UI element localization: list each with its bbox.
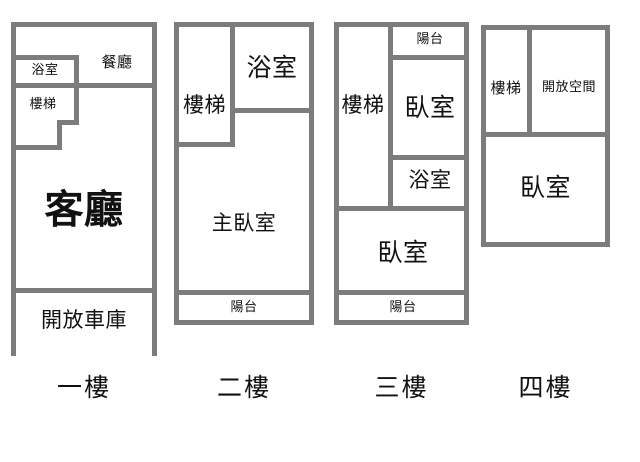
- wall-segment: [57, 120, 62, 150]
- wall-segment: [11, 288, 157, 293]
- wall-segment: [481, 242, 610, 247]
- wall-segment: [152, 22, 157, 356]
- wall-segment: [481, 132, 610, 137]
- room-bedroom-upper: 臥室: [404, 93, 456, 123]
- wall-segment: [388, 155, 469, 160]
- floor-caption-3: 三樓: [374, 373, 429, 402]
- room-living: 客廳: [44, 187, 124, 233]
- room-bathroom: 浴室: [31, 62, 59, 78]
- wall-segment: [11, 22, 16, 356]
- room-bedroom: 臥室: [519, 173, 571, 203]
- wall-segment: [174, 290, 314, 295]
- wall-segment: [57, 120, 79, 125]
- wall-segment: [334, 22, 339, 325]
- wall-segment: [174, 22, 314, 27]
- room-stairs: 樓梯: [183, 93, 226, 118]
- wall-segment: [334, 22, 469, 27]
- wall-segment: [74, 88, 79, 125]
- wall-segment: [230, 108, 314, 113]
- room-stairs: 樓梯: [490, 78, 522, 97]
- wall-segment: [174, 22, 179, 325]
- wall-segment: [230, 22, 235, 147]
- room-balcony: 陽台: [230, 299, 258, 315]
- room-bathroom: 浴室: [246, 53, 298, 83]
- wall-segment: [388, 22, 393, 210]
- wall-segment: [334, 206, 469, 211]
- room-bedroom-lower: 臥室: [377, 238, 429, 268]
- wall-segment: [11, 22, 157, 27]
- wall-segment: [174, 142, 235, 147]
- wall-segment: [334, 290, 469, 295]
- room-balcony-top: 陽台: [416, 31, 444, 47]
- room-balcony-bottom: 陽台: [389, 299, 417, 315]
- room-dining: 餐廳: [101, 52, 133, 71]
- wall-segment: [388, 55, 469, 60]
- room-stairs: 樓梯: [341, 93, 385, 118]
- wall-segment: [74, 55, 79, 88]
- wall-segment: [174, 320, 314, 325]
- wall-segment: [334, 320, 469, 325]
- wall-segment: [309, 22, 314, 325]
- room-master-bedroom: 主臥室: [211, 211, 277, 236]
- wall-segment: [11, 83, 157, 88]
- wall-segment: [11, 55, 79, 60]
- room-open-garage: 開放車庫: [41, 308, 127, 333]
- wall-segment: [11, 145, 62, 150]
- wall-segment: [527, 25, 532, 135]
- wall-segment: [481, 25, 610, 30]
- room-bathroom: 浴室: [408, 168, 452, 193]
- wall-segment: [464, 22, 469, 325]
- floor-caption-4: 四樓: [518, 373, 573, 402]
- room-open-space: 開放空間: [541, 79, 596, 95]
- floor-caption-1: 一樓: [56, 373, 111, 402]
- floor-caption-2: 二樓: [216, 373, 271, 402]
- room-stairs: 樓梯: [29, 96, 57, 112]
